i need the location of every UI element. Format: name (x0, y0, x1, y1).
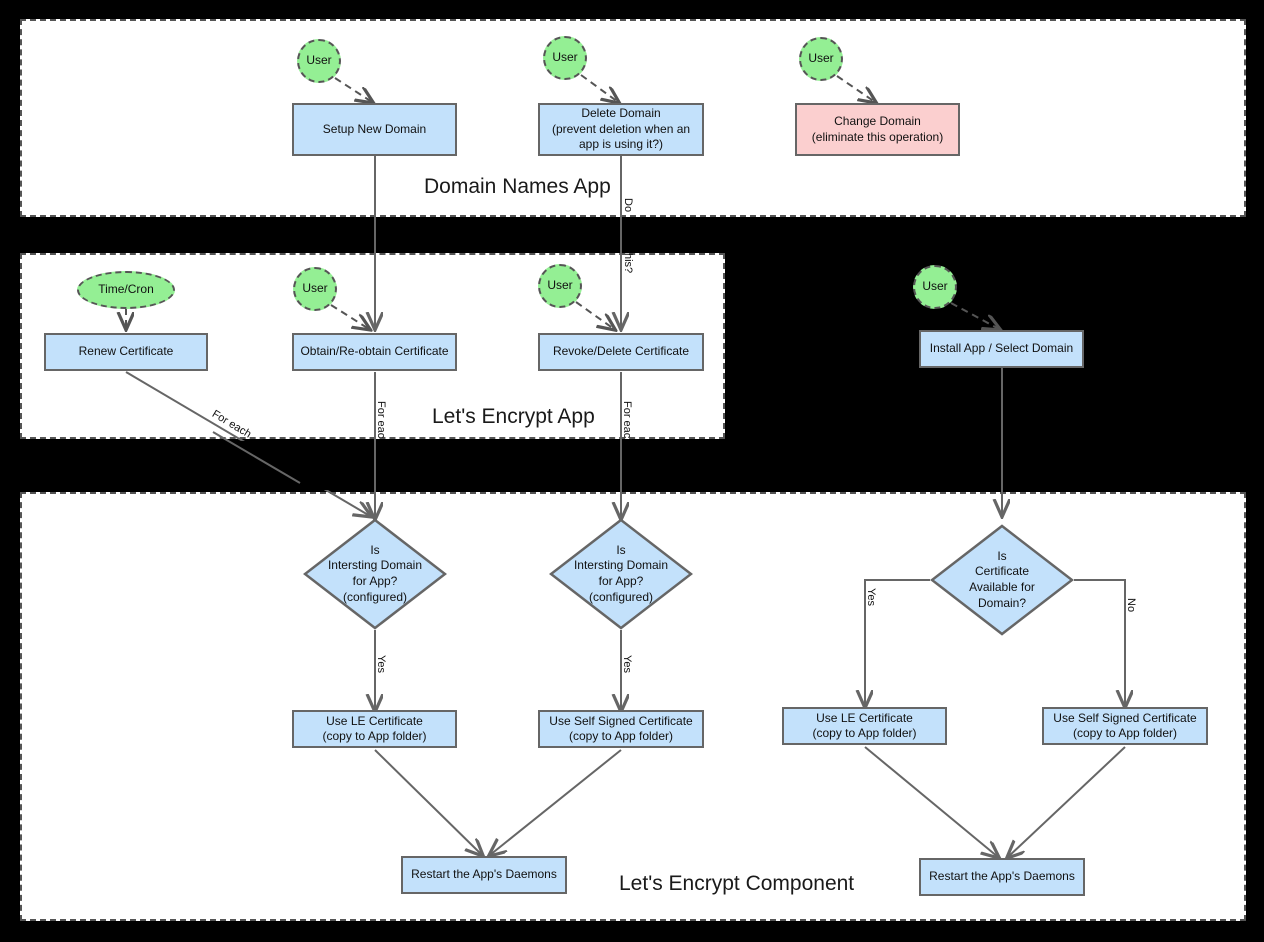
edge-label-no-right: No (1125, 598, 1137, 613)
node-renew-certificate[interactable]: Renew Certificate (44, 333, 208, 371)
node-install-app-select-domain[interactable]: Install App / Select Domain (919, 330, 1084, 368)
use-self-signed-2-line1: Use Self Signed Certificate (1053, 710, 1197, 725)
actor-time-cron[interactable]: Time/Cron (77, 271, 175, 309)
node-diamond-interesting-domain-2[interactable]: Is Intersting Domain for App? (configure… (548, 518, 694, 630)
container-title-domain-names-app: Domain Names App (424, 175, 611, 198)
node-diamond-interesting-domain-1[interactable]: Is Intersting Domain for App? (configure… (302, 518, 448, 630)
container-title-lets-encrypt-component: Let's Encrypt Component (619, 872, 855, 895)
actor-user-change[interactable]: User (799, 37, 843, 81)
edge-label-for-each-left: For eac (375, 401, 387, 439)
node-install-app-label: Install App / Select Domain (929, 341, 1074, 356)
node-use-le-certificate-1[interactable]: Use LE Certificate (copy to App folder) (292, 710, 457, 748)
diamond-shape-1 (302, 518, 448, 630)
restart-daemons-1-label: Restart the App's Daemons (411, 867, 557, 882)
node-change-domain-line1: Change Domain (834, 114, 921, 129)
node-delete-domain-line2: (prevent deletion when an (551, 121, 691, 136)
restart-daemons-2-label: Restart the App's Daemons (929, 869, 1075, 884)
edge-label-yes-right: Yes (865, 588, 877, 606)
use-self-signed-1-line1: Use Self Signed Certificate (549, 713, 693, 728)
diamond-shape-3 (929, 524, 1075, 636)
container-title-lets-encrypt-app: Let's Encrypt App (432, 405, 595, 428)
node-obtain-certificate[interactable]: Obtain/Re-obtain Certificate (292, 333, 457, 371)
node-use-self-signed-certificate-2[interactable]: Use Self Signed Certificate (copy to App… (1042, 707, 1208, 745)
actor-user-delete[interactable]: User (543, 36, 587, 80)
use-self-signed-1-line2: (copy to App folder) (568, 729, 674, 743)
node-change-domain-line2: (eliminate this operation) (811, 129, 944, 144)
node-setup-new-domain[interactable]: Setup New Domain (292, 103, 457, 156)
edge-label-yes-mid: Yes (621, 655, 633, 673)
gap-band-bottom (0, 923, 1264, 942)
node-use-self-signed-certificate-1[interactable]: Use Self Signed Certificate (copy to App… (538, 710, 704, 748)
use-le-cert-1-line1: Use LE Certificate (326, 713, 423, 728)
node-obtain-certificate-label: Obtain/Re-obtain Certificate (300, 344, 449, 359)
actor-user-setup[interactable]: User (297, 39, 341, 83)
use-le-cert-2-line2: (copy to App folder) (812, 726, 917, 740)
use-le-cert-2-line1: Use LE Certificate (816, 710, 913, 725)
node-delete-domain[interactable]: Delete Domain (prevent deletion when an … (538, 103, 704, 156)
actor-user-install[interactable]: User (913, 265, 957, 309)
diamond-shape-2 (548, 518, 694, 630)
node-change-domain[interactable]: Change Domain (eliminate this operation) (795, 103, 960, 156)
node-revoke-certificate[interactable]: Revoke/Delete Certificate (538, 333, 704, 371)
edge-label-for-each-right: For eac (621, 401, 633, 439)
node-delete-domain-line1: Delete Domain (581, 106, 661, 121)
node-revoke-certificate-label: Revoke/Delete Certificate (552, 344, 690, 359)
actor-user-obtain[interactable]: User (293, 267, 337, 311)
node-restart-daemons-2[interactable]: Restart the App's Daemons (919, 858, 1085, 896)
node-setup-new-domain-label: Setup New Domain (322, 121, 427, 136)
node-diamond-certificate-available[interactable]: Is Certificate Available for Domain? (929, 524, 1075, 636)
node-use-le-certificate-2[interactable]: Use LE Certificate (copy to App folder) (782, 707, 947, 745)
edge-label-yes-left: Yes (375, 655, 387, 673)
use-le-cert-1-line2: (copy to App folder) (322, 729, 427, 743)
node-restart-daemons-1[interactable]: Restart the App's Daemons (401, 856, 567, 894)
node-delete-domain-line3: app is using it?) (578, 137, 664, 152)
node-renew-certificate-label: Renew Certificate (78, 344, 174, 359)
actor-user-revoke[interactable]: User (538, 264, 582, 308)
use-self-signed-2-line2: (copy to App folder) (1072, 726, 1178, 740)
edge-label-do-this-top: Do (622, 198, 634, 213)
edge-label-do-this-bottom: his? (622, 253, 634, 274)
